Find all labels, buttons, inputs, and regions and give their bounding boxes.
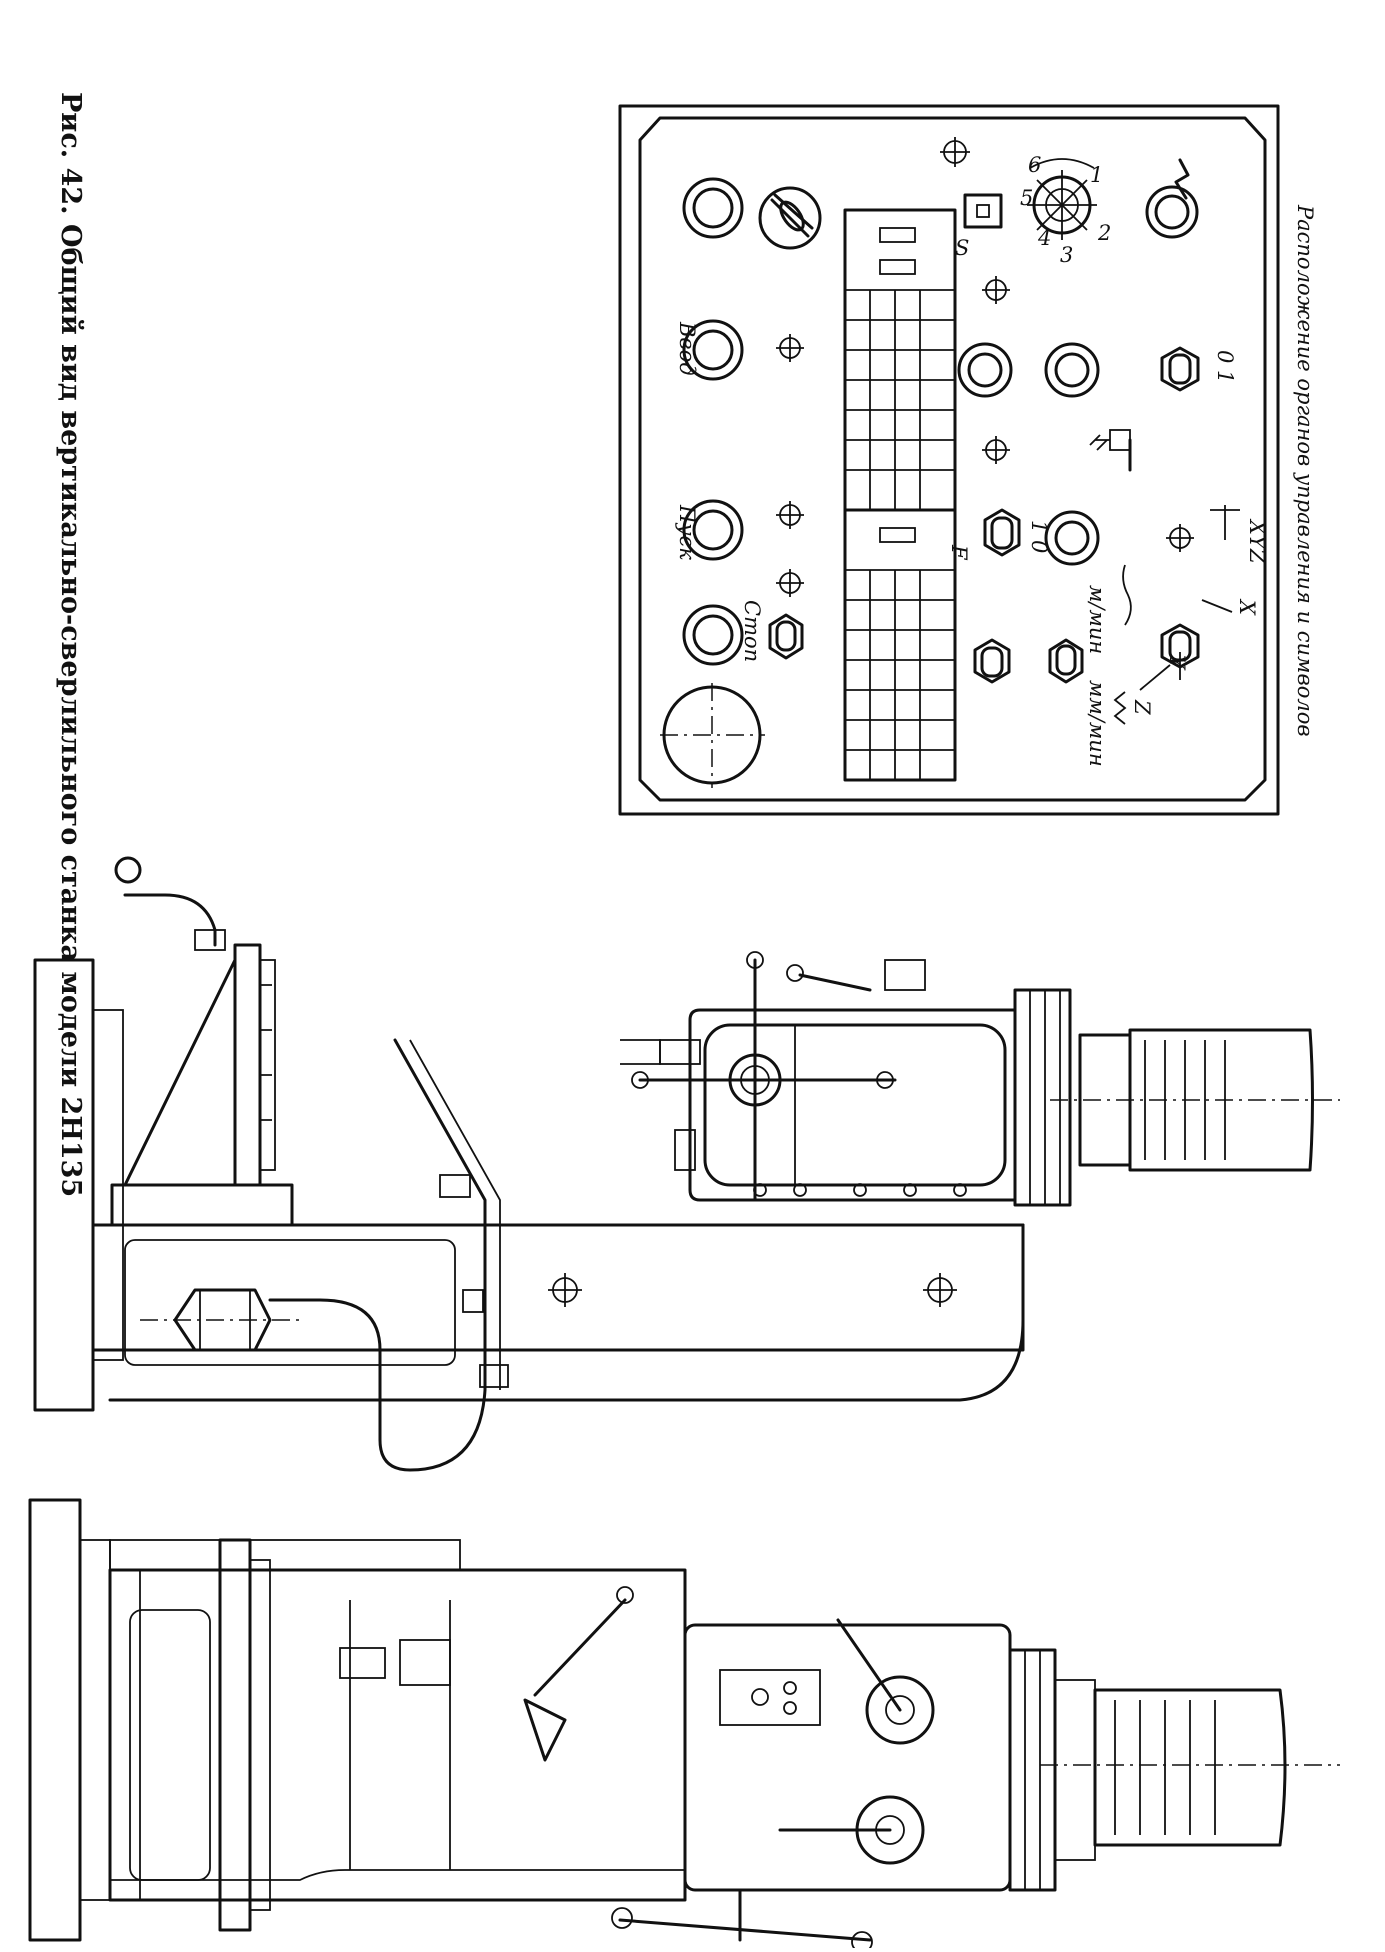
- control-panel: Расположение органов управления и символ…: [618, 104, 1317, 816]
- figure-caption: Рис. 42. Общий вид вертикально-сверлильн…: [55, 92, 86, 1197]
- button-row-bottom: [682, 177, 744, 666]
- toggle-switches: [768, 346, 1200, 684]
- toggle-speed: [1048, 638, 1084, 684]
- rotary-knob: [758, 186, 822, 250]
- button-pusk: [682, 499, 744, 561]
- label-vvod: Ввод: [675, 321, 699, 376]
- label-m-min: м/мин: [1085, 585, 1109, 654]
- machine-side-view: [33, 856, 1340, 1472]
- svg-text:Расположение органов управлени: Расположение органов управления и символ…: [1293, 204, 1317, 737]
- svg-text:2: 2: [1097, 221, 1111, 245]
- front-table: [218, 1538, 252, 1932]
- button-row-middle: [957, 185, 1199, 566]
- machine-front-view: [28, 1498, 1340, 1952]
- front-base: [28, 1498, 82, 1942]
- scale-strip-left: [843, 208, 957, 512]
- toggle-stop: [768, 613, 804, 660]
- main-switch: [660, 683, 765, 788]
- zigzag-symbol-icon: [1113, 691, 1127, 725]
- front-motor: [1093, 1688, 1287, 1847]
- speed-selector-dial: 1 2 3 4 5 6: [1020, 153, 1111, 267]
- drilling-head: [620, 951, 1340, 1207]
- label-y: Y: [1165, 655, 1189, 671]
- axis-symbol-icon: [1139, 505, 1240, 691]
- lever-hub-upper: [865, 1675, 935, 1745]
- label-pusk: Пуск: [675, 504, 699, 560]
- panel-title: Расположение органов управления и символ…: [1293, 204, 1317, 737]
- scale-strip-right: [843, 508, 957, 782]
- svg-text:3: 3: [1060, 243, 1073, 267]
- mount-holes: [776, 137, 1194, 597]
- label-mm-min: мм/мин: [1085, 680, 1109, 767]
- panel-outer-frame: [618, 104, 1280, 816]
- label-f: F: [947, 544, 971, 561]
- svg-text:4: 4: [1037, 226, 1051, 250]
- motor: [1128, 1028, 1314, 1172]
- switch-s: S: [955, 193, 1003, 260]
- label-x: X: [1235, 598, 1259, 616]
- svg-text:S: S: [955, 236, 969, 260]
- svg-text:6: 6: [1028, 153, 1041, 177]
- lightning-icon: [1174, 158, 1190, 200]
- label-1-0: 1 0: [1027, 520, 1051, 553]
- drill-symbol-icon: [1089, 429, 1132, 472]
- svg-text:5: 5: [1020, 186, 1033, 210]
- button-vvod: [682, 319, 744, 381]
- caption-text: Рис. 42. Общий вид вертикально-сверлильн…: [55, 92, 86, 1197]
- lift-handle: [123, 893, 217, 947]
- toggle-f: [983, 508, 1021, 557]
- svg-text:1: 1: [1090, 163, 1103, 187]
- label-z: Z: [1130, 699, 1154, 715]
- label-stop: Стоп: [740, 600, 764, 662]
- column: [91, 1223, 1025, 1352]
- wave-symbol-icon: [1122, 564, 1132, 626]
- coolant-pipe: [268, 1038, 487, 1472]
- table-bracket: [110, 1183, 294, 1227]
- coolant-pump: [140, 1288, 300, 1352]
- label-0-1: 0 1: [1213, 350, 1237, 383]
- front-column: [108, 1568, 687, 1902]
- toggle-lower: [973, 638, 1011, 684]
- button-stop: [682, 604, 744, 666]
- toggle-0-1: [1160, 346, 1200, 392]
- label-xyz: XYZ: [1245, 518, 1269, 564]
- panel-inner-frame: [638, 116, 1267, 802]
